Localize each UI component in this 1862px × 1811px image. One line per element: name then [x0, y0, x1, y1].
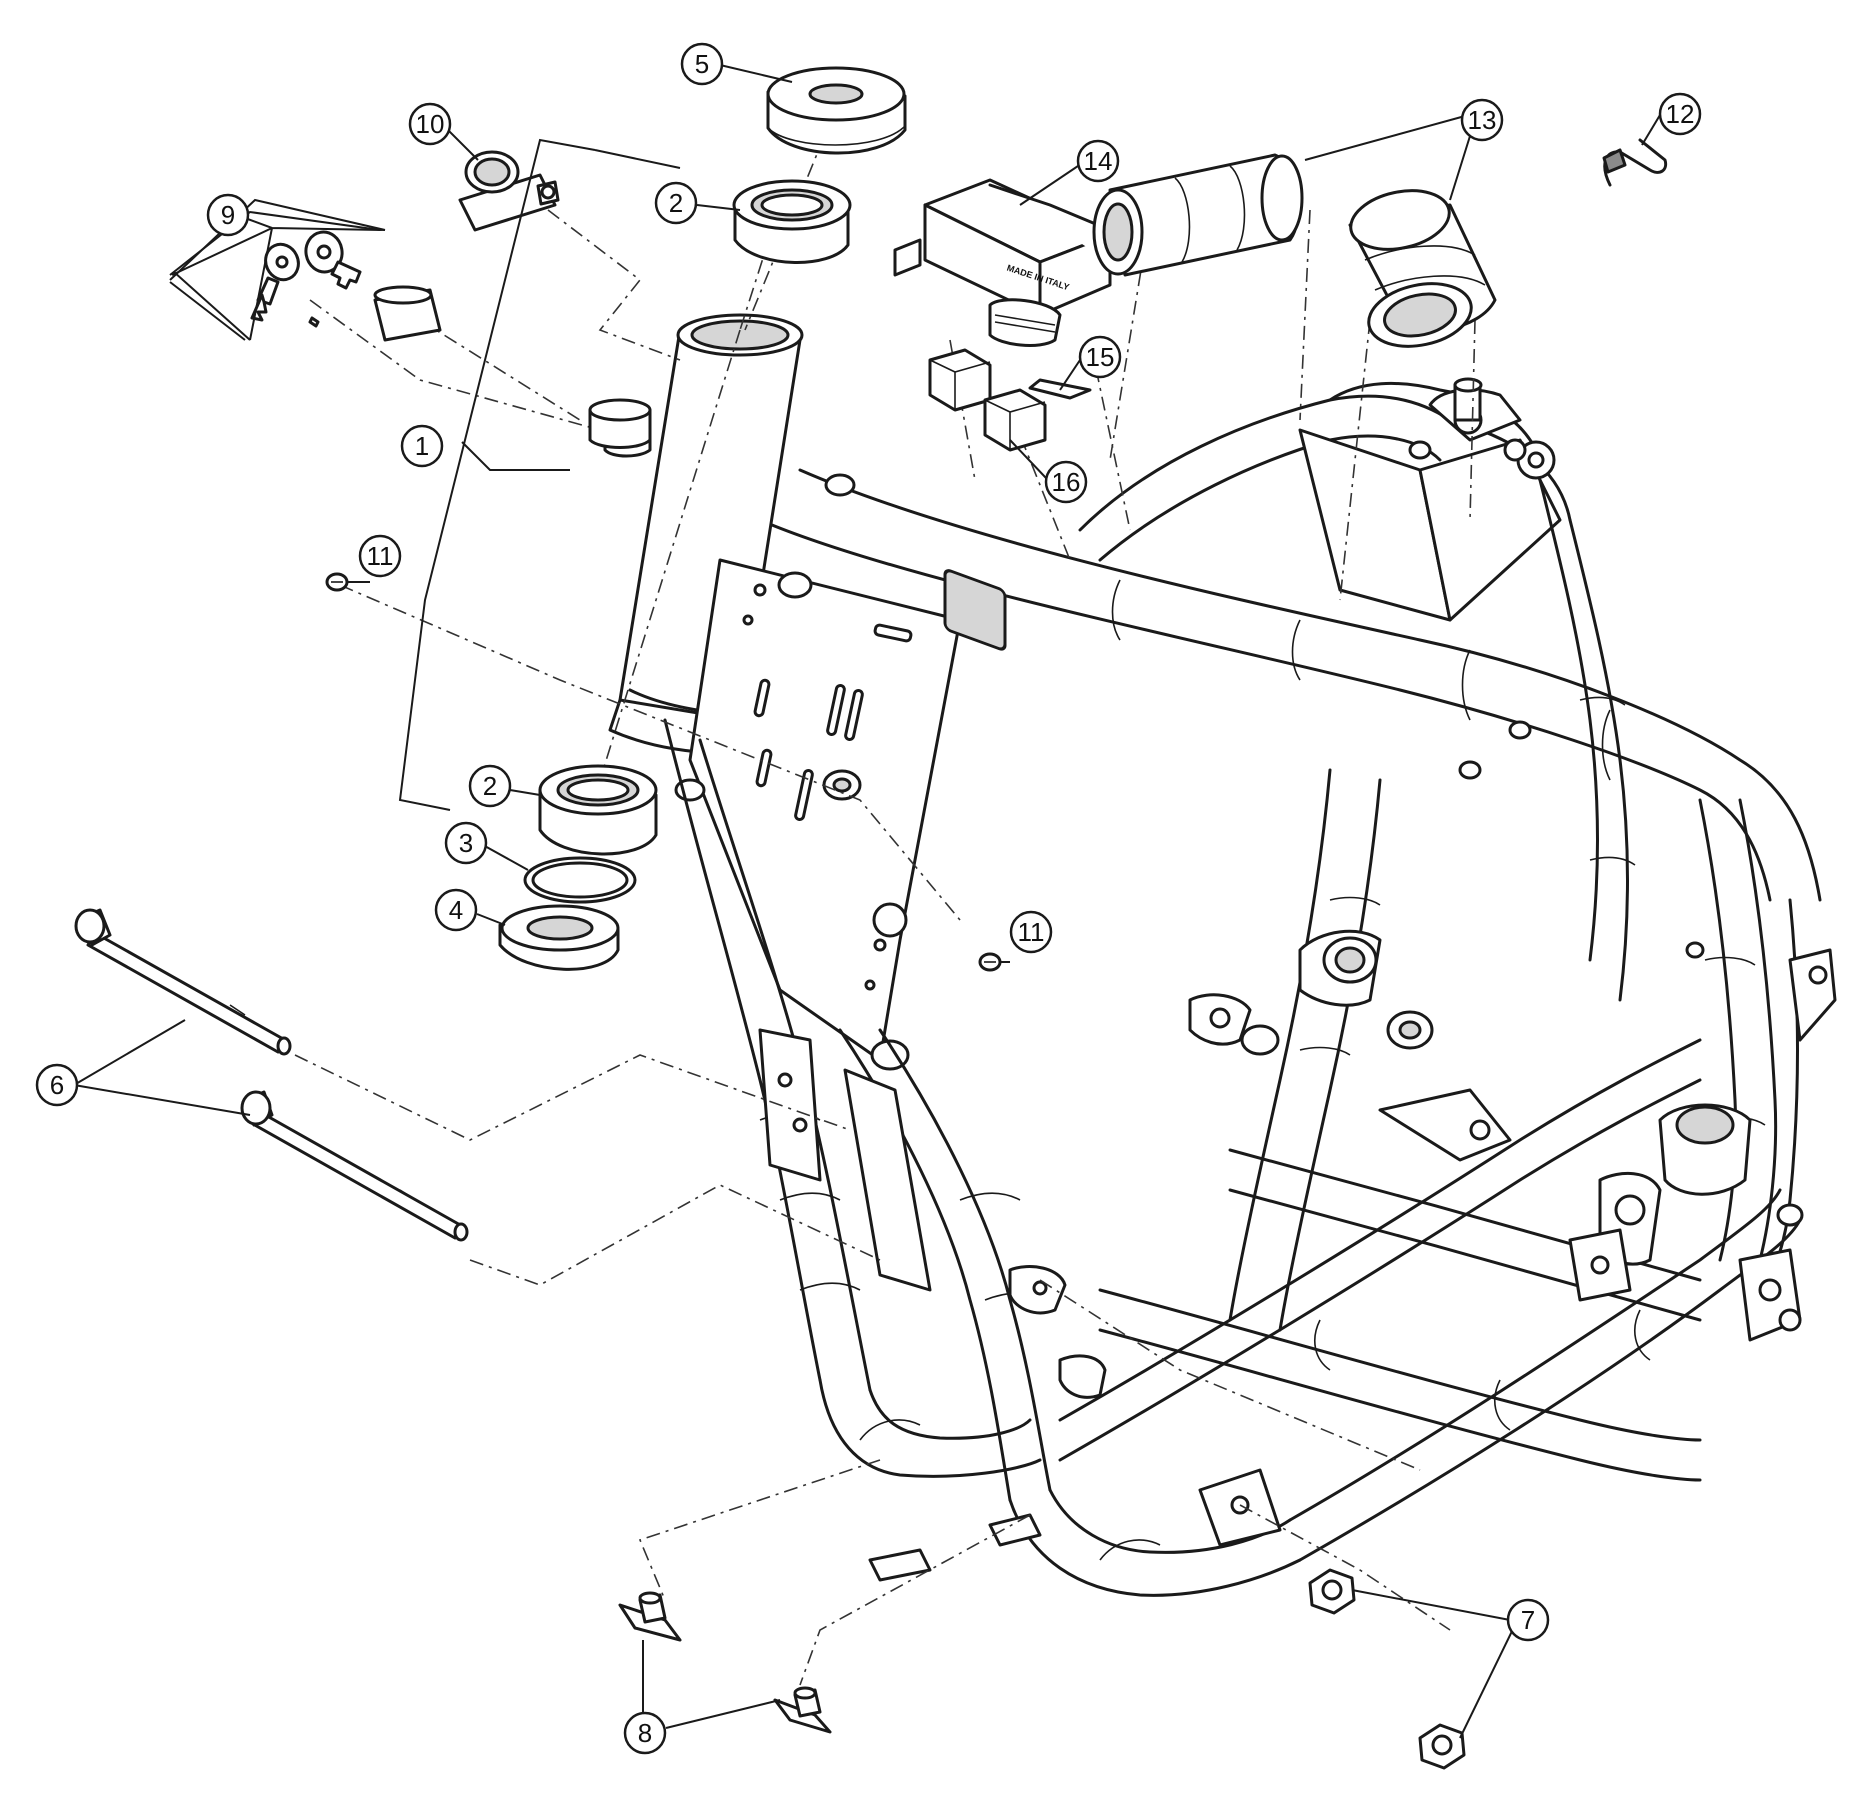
- lower-steering-bearing: [538, 764, 658, 856]
- retaining-clip-lower: [773, 1686, 832, 1734]
- callout-label: 15: [1086, 342, 1115, 372]
- callout-label: 16: [1052, 467, 1081, 497]
- callout-label: 14: [1084, 146, 1113, 176]
- callout-10: 10: [408, 102, 452, 146]
- callout-13: 13: [1460, 98, 1504, 142]
- tank-mount-sleeves: [1092, 153, 1497, 348]
- callout-9: 9: [206, 193, 250, 237]
- callout-label: 8: [638, 1718, 652, 1748]
- key-set: [250, 230, 362, 322]
- retaining-clip-upper: [618, 1591, 682, 1642]
- group-brackets: [169, 138, 681, 811]
- engine-mount-bolt-upper: [74, 908, 292, 1056]
- callout-label: 4: [449, 895, 463, 925]
- callout-2-upper: 2: [654, 181, 698, 225]
- motorcycle-frame: [603, 313, 1837, 1597]
- callout-1: 1: [400, 424, 444, 468]
- steering-dust-cover: [766, 66, 907, 155]
- callout-5: 5: [680, 42, 724, 86]
- lower-steering-seal: [498, 904, 620, 971]
- flange-nut-upper: [1308, 1568, 1356, 1615]
- callout-2-lower: 2: [468, 764, 512, 808]
- steering-o-ring: [523, 856, 637, 904]
- callout-3: 3: [444, 821, 488, 865]
- flange-nut-lower: [1418, 1723, 1466, 1770]
- callout-label: 9: [221, 200, 235, 230]
- callout-label: 11: [367, 541, 394, 571]
- lock-cylinder-cover: [308, 285, 652, 449]
- callout-11-upper: 11: [358, 534, 402, 578]
- callout-6: 6: [35, 1063, 79, 1107]
- callout-label: 11: [1018, 917, 1045, 947]
- callout-4: 4: [434, 888, 478, 932]
- electronic-control-module: MADE IN ITALY: [893, 178, 1127, 651]
- callout-label: 7: [1521, 1605, 1535, 1635]
- callout-label: 2: [483, 771, 497, 801]
- upper-steering-bearing: [732, 179, 852, 264]
- callout-label: 1: [415, 431, 429, 461]
- callout-label: 10: [416, 109, 445, 139]
- callout-15: 15: [1078, 335, 1122, 379]
- screw-lower: [978, 952, 1002, 972]
- engine-mount-bolt-lower: [240, 1090, 469, 1242]
- callout-label: 6: [50, 1070, 64, 1100]
- callout-11-lower: 11: [1009, 910, 1053, 954]
- callout-label: 12: [1666, 99, 1695, 129]
- callout-label: 2: [669, 188, 683, 218]
- callout-label: 5: [695, 49, 709, 79]
- cable-tie: [1602, 138, 1668, 187]
- callout-label: 3: [459, 828, 473, 858]
- callout-16: 16: [1044, 460, 1088, 504]
- callout-label: 13: [1468, 105, 1497, 135]
- callout-7: 7: [1506, 1598, 1550, 1642]
- module-rubber-pads: [928, 348, 1047, 452]
- steering-lock-clamp: [458, 150, 560, 232]
- screw-upper: [325, 572, 349, 592]
- callout-8: 8: [623, 1711, 667, 1755]
- callout-12: 12: [1658, 92, 1702, 136]
- callout-14: 14: [1076, 139, 1120, 183]
